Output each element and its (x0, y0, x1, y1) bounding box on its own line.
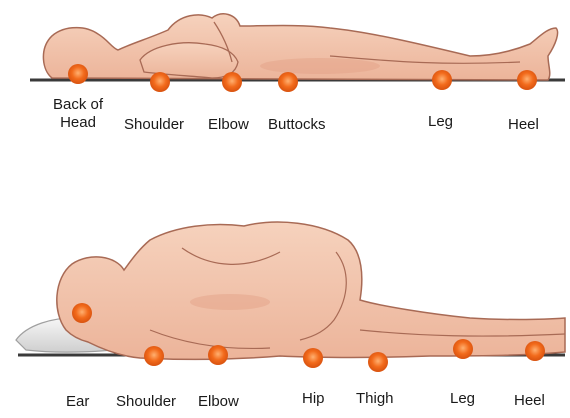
label-shoulder-lateral: Shoulder (116, 393, 176, 411)
supine-shade (260, 58, 380, 74)
lateral-figure (16, 222, 565, 359)
label-buttocks: Buttocks (268, 116, 326, 134)
label-leg-lateral: Leg (450, 390, 475, 408)
pressure-point-buttocks (278, 72, 298, 92)
label-thigh: Thigh (356, 390, 394, 408)
label-ear: Ear (66, 393, 89, 411)
label-heel-lateral: Heel (514, 392, 545, 410)
label-back-of-head-line2: Head (38, 114, 118, 132)
pressure-point-shoulder (144, 346, 164, 366)
lateral-shade (190, 294, 270, 310)
supine-figure (30, 14, 565, 80)
label-leg: Leg (428, 113, 453, 131)
pressure-point-ear (72, 303, 92, 323)
pressure-point-hip (303, 348, 323, 368)
pressure-point-leg (432, 70, 452, 90)
pressure-point-thigh (368, 352, 388, 372)
pressure-point-leg (453, 339, 473, 359)
pressure-point-back-of-head (68, 64, 88, 84)
label-elbow: Elbow (208, 116, 249, 134)
pressure-point-heel (525, 341, 545, 361)
pressure-point-shoulder (150, 72, 170, 92)
label-back-of-head-line1: Back of (38, 96, 118, 114)
pressure-point-heel (517, 70, 537, 90)
label-back-of-head: Back of Head (38, 96, 118, 132)
label-shoulder: Shoulder (124, 116, 184, 134)
lateral-body (57, 222, 565, 359)
label-elbow-lateral: Elbow (198, 393, 239, 411)
pressure-point-elbow (222, 72, 242, 92)
pressure-point-elbow (208, 345, 228, 365)
label-heel: Heel (508, 116, 539, 134)
label-hip: Hip (302, 390, 325, 408)
